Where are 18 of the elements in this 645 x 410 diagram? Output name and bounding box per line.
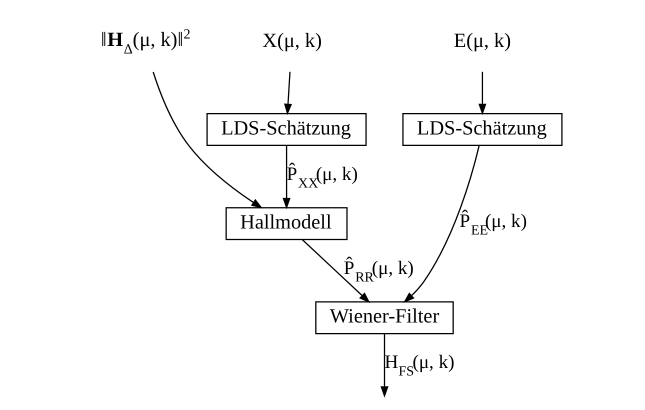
edge-label: P̂$_{RR}$(μ, k) xyxy=(344,258,414,286)
arrow xyxy=(152,72,263,209)
edge-label: P̂$_{XX}$(μ, k) xyxy=(286,164,358,192)
node-box: Hallmodell xyxy=(226,207,348,240)
node-box: LDS-Schätzung xyxy=(206,112,367,146)
node-text: E(μ, k) xyxy=(454,30,511,52)
arrow xyxy=(284,72,292,116)
arrow xyxy=(302,239,370,304)
arrow xyxy=(478,72,486,116)
node-text: ‖H$_{Δ}$(μ, k)‖$^{2}$ xyxy=(100,27,191,58)
arrow xyxy=(403,145,480,303)
arrow xyxy=(282,146,291,210)
node-box: Wiener-Filter xyxy=(315,301,454,334)
edge-label: H$_{FS}$(μ, k) xyxy=(384,352,454,380)
edge-label: P̂$_{EE}$(μ, k) xyxy=(460,210,527,238)
arrow xyxy=(380,334,389,398)
node-text: X(μ, k) xyxy=(262,30,322,52)
node-box: LDS-Schätzung xyxy=(402,112,563,146)
